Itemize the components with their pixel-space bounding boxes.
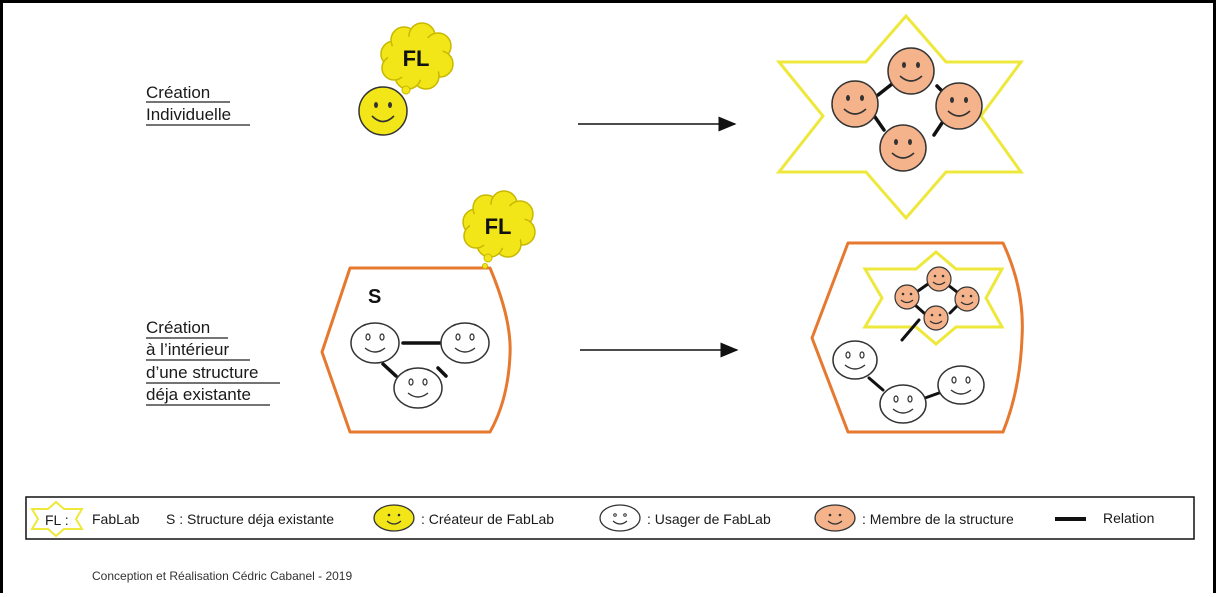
label-individual: Création Individuelle bbox=[146, 83, 250, 126]
star-fablab-icon bbox=[862, 250, 1005, 346]
label-structure-line3: d’une structure bbox=[146, 363, 258, 382]
legend-member: : Membre de la structure bbox=[814, 504, 1014, 532]
cloud-badge-icon: FL bbox=[380, 22, 454, 100]
smiley-member-icon bbox=[923, 305, 949, 331]
structure-shape bbox=[320, 266, 512, 434]
credit-text: Conception et Réalisation Cédric Cabanel… bbox=[92, 569, 352, 583]
legend-user: : Usager de FabLab bbox=[599, 504, 771, 532]
badge-text: FL bbox=[485, 214, 512, 239]
smiley-user-icon bbox=[937, 365, 985, 405]
label-structure-line1: Création bbox=[146, 318, 210, 337]
legend-relation-text: Relation bbox=[1103, 510, 1154, 526]
label-individual-line1: Création bbox=[146, 83, 210, 102]
smiley-creator-icon bbox=[358, 86, 408, 136]
legend-fablab-symbol: FL : bbox=[45, 512, 69, 528]
smiley-user-icon bbox=[879, 384, 927, 424]
legend-member-text: : Membre de la structure bbox=[862, 511, 1014, 527]
relation-lines bbox=[381, 341, 448, 378]
legend-user-text: : Usager de FabLab bbox=[647, 511, 771, 527]
relation-lines bbox=[867, 282, 960, 400]
smiley-member-icon bbox=[954, 286, 980, 312]
smiley-member-icon bbox=[935, 82, 983, 130]
legend-creator-text: : Créateur de FabLab bbox=[421, 511, 554, 527]
badge-text: FL bbox=[403, 46, 430, 71]
label-structure: Création à l’intérieur d’une structure d… bbox=[146, 318, 280, 406]
star-fablab-icon bbox=[30, 500, 84, 538]
star-fablab-icon bbox=[775, 13, 1024, 221]
smiley-user-icon bbox=[393, 367, 443, 409]
structure-label: S bbox=[368, 286, 381, 308]
legend-fablab: FL : FabLab bbox=[30, 500, 140, 538]
label-individual-line2: Individuelle bbox=[146, 105, 231, 124]
smiley-member-icon bbox=[894, 284, 920, 310]
legend-structure-text: S : Structure déja existante bbox=[166, 511, 334, 527]
smiley-user-icon bbox=[440, 322, 490, 364]
smiley-user-icon bbox=[832, 340, 878, 380]
legend-fablab-text: FabLab bbox=[92, 511, 140, 527]
smiley-member-icon bbox=[887, 47, 935, 95]
label-structure-line4: déja existante bbox=[146, 385, 251, 404]
smiley-member-icon bbox=[879, 124, 927, 172]
smiley-creator-icon bbox=[373, 504, 415, 532]
smiley-member-icon bbox=[831, 80, 879, 128]
legend-relation: Relation bbox=[1055, 510, 1154, 526]
cloud-badge-icon: FL bbox=[462, 190, 536, 269]
smiley-user-icon bbox=[350, 322, 400, 364]
smiley-member-icon bbox=[814, 504, 856, 532]
smiley-member-icon bbox=[926, 266, 952, 292]
legend-creator: : Créateur de FabLab bbox=[373, 504, 554, 532]
label-structure-line2: à l’intérieur bbox=[146, 340, 229, 359]
smiley-user-icon bbox=[599, 504, 641, 532]
